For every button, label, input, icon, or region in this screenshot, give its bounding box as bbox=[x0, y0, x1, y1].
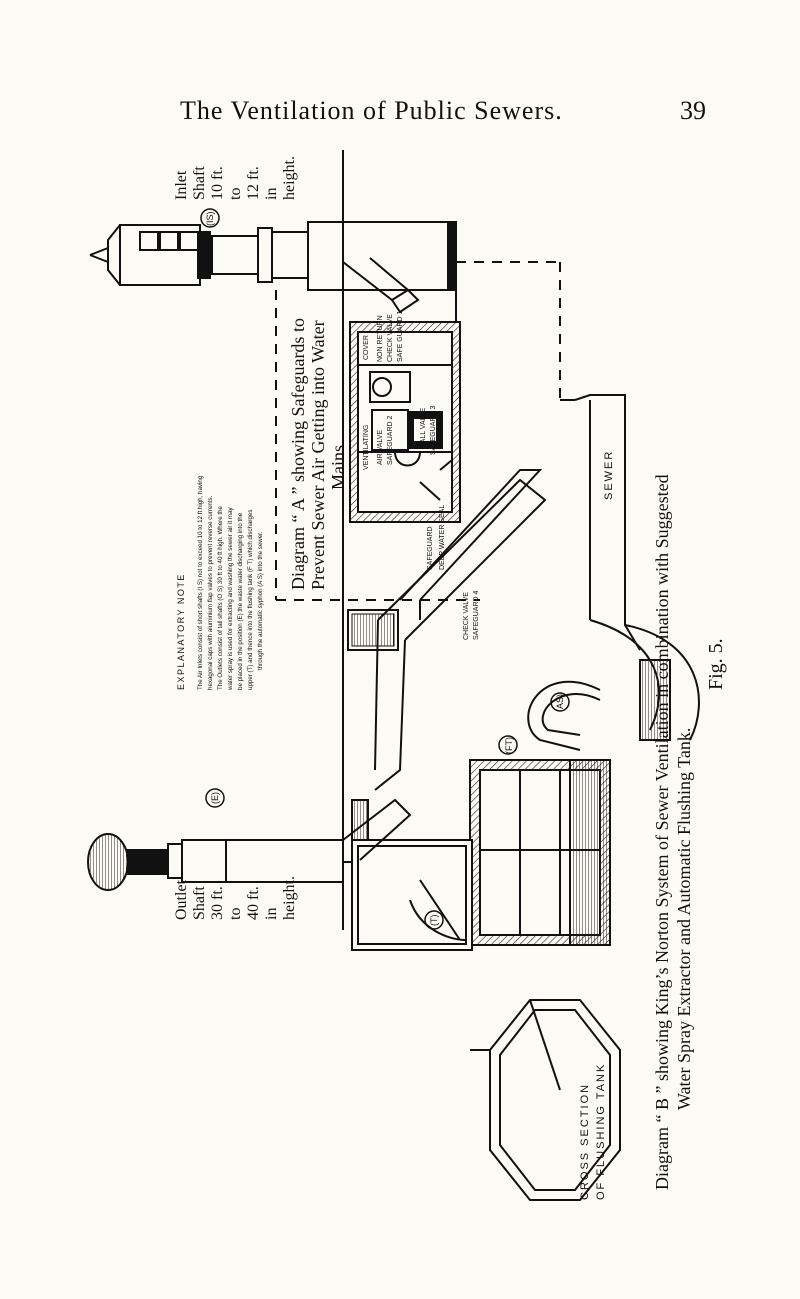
note-line: through the automatic syphon (A S) into … bbox=[257, 531, 264, 670]
label-ventilating: VENTILATING bbox=[363, 425, 370, 470]
diagram-a-caption-2: Prevent Sewer Air Getting into Water bbox=[308, 320, 328, 590]
label-of-flushing-tank: OF FLUSHING TANK bbox=[595, 1063, 607, 1200]
figure-caption-2: Water Spray Extractor and Automatic Flus… bbox=[674, 728, 694, 1110]
label-check-valve-2: CHECK VALVE bbox=[463, 592, 470, 640]
label-safeguard-2: SAFEGUARD 2 bbox=[387, 415, 394, 465]
label-deep-water-seal: DEEP WATER SEAL bbox=[439, 505, 446, 570]
label-safeguard: SAFEGUARD bbox=[427, 526, 434, 570]
valve-chamber bbox=[349, 321, 461, 523]
inlet-label-2: Shaft bbox=[191, 166, 208, 200]
outlet-label-3: 30 ft. bbox=[209, 886, 226, 920]
outlet-label: Outlet Shaft 30 ft. to 40 ft. in height. bbox=[173, 876, 298, 920]
label-air-valve: AIR VALVE bbox=[377, 430, 384, 465]
label-cover: COVER bbox=[363, 335, 370, 360]
explanatory-note: EXPLANATORY NOTE The Air Inlets consist … bbox=[176, 475, 264, 691]
label-safeguard-3: SAFEGUARD 3 bbox=[430, 405, 437, 455]
label-as: (AS) bbox=[555, 694, 565, 712]
label-ft: (FT) bbox=[504, 737, 514, 754]
outlet-label-7: height. bbox=[281, 876, 298, 920]
label-check-valve: CHECK VALVE bbox=[387, 314, 394, 362]
inlet-label-7: height. bbox=[281, 156, 298, 200]
outlet-label-6: in bbox=[263, 908, 280, 920]
label-e: (E) bbox=[210, 792, 220, 804]
inlet-label-5: 12 ft. bbox=[245, 166, 262, 200]
label-ball-valve: BALL VALVE bbox=[420, 407, 427, 448]
label-safe-guard-1: SAFE GUARD 1 bbox=[397, 311, 404, 362]
diagram-a-caption-1: Diagram “ A ” showing Safeguards to bbox=[288, 318, 308, 590]
figure-number: Fig. 5. bbox=[705, 638, 727, 690]
label-cross-section: CROSS SECTION bbox=[579, 1083, 591, 1200]
flushing-tank bbox=[469, 759, 611, 946]
note-line: The Air Inlets consist of short shafts (… bbox=[197, 475, 204, 690]
running-header: The Ventilation of Public Sewers. bbox=[180, 96, 563, 125]
inlet-label-3: 10 ft. bbox=[209, 166, 226, 200]
inlet-label-6: in bbox=[263, 188, 280, 200]
label-safeguard-4: SAFEGUARD 4 bbox=[473, 590, 480, 640]
figure-caption-1: Diagram “ B ” showing King’s Norton Syst… bbox=[652, 474, 672, 1190]
note-line: be placed in the position (E) the waste … bbox=[237, 512, 244, 690]
diagram-a-caption: Diagram “ A ” showing Safeguards to Prev… bbox=[288, 318, 348, 590]
page-number: 39 bbox=[680, 96, 706, 125]
outlet-label-5: 40 ft. bbox=[245, 886, 262, 920]
note-heading: EXPLANATORY NOTE bbox=[176, 573, 186, 690]
note-line: upper (T) and thence into the flushing t… bbox=[247, 510, 254, 690]
label-is: (IS) bbox=[205, 211, 215, 226]
outlet-shaft bbox=[87, 798, 412, 891]
label-non-return: NON RETURN bbox=[377, 315, 384, 362]
outlet-riser bbox=[527, 394, 700, 751]
outlet-label-2: Shaft bbox=[191, 886, 208, 920]
tank-cross-section bbox=[470, 999, 621, 1201]
outlet-label-4: to bbox=[227, 908, 244, 920]
note-line: The Outlets consist of tall shafts (O S)… bbox=[217, 505, 224, 690]
inlet-label-4: to bbox=[227, 188, 244, 200]
outlet-label-1: Outlet bbox=[173, 879, 190, 920]
note-line: hexagonal caps with aluminium flap valve… bbox=[207, 495, 214, 690]
note-line: water spray is used for extracting and w… bbox=[227, 506, 234, 691]
label-t: (T) bbox=[429, 915, 439, 927]
label-sewer: SEWER bbox=[603, 450, 615, 500]
inlet-label-1: Inlet bbox=[173, 170, 190, 200]
inlet-shaft bbox=[89, 221, 457, 291]
diagram-a-caption-3: Mains. bbox=[328, 441, 348, 491]
inlet-label: Inlet Shaft 10 ft. to 12 ft. in height. bbox=[173, 156, 298, 200]
tray-t bbox=[351, 799, 473, 951]
